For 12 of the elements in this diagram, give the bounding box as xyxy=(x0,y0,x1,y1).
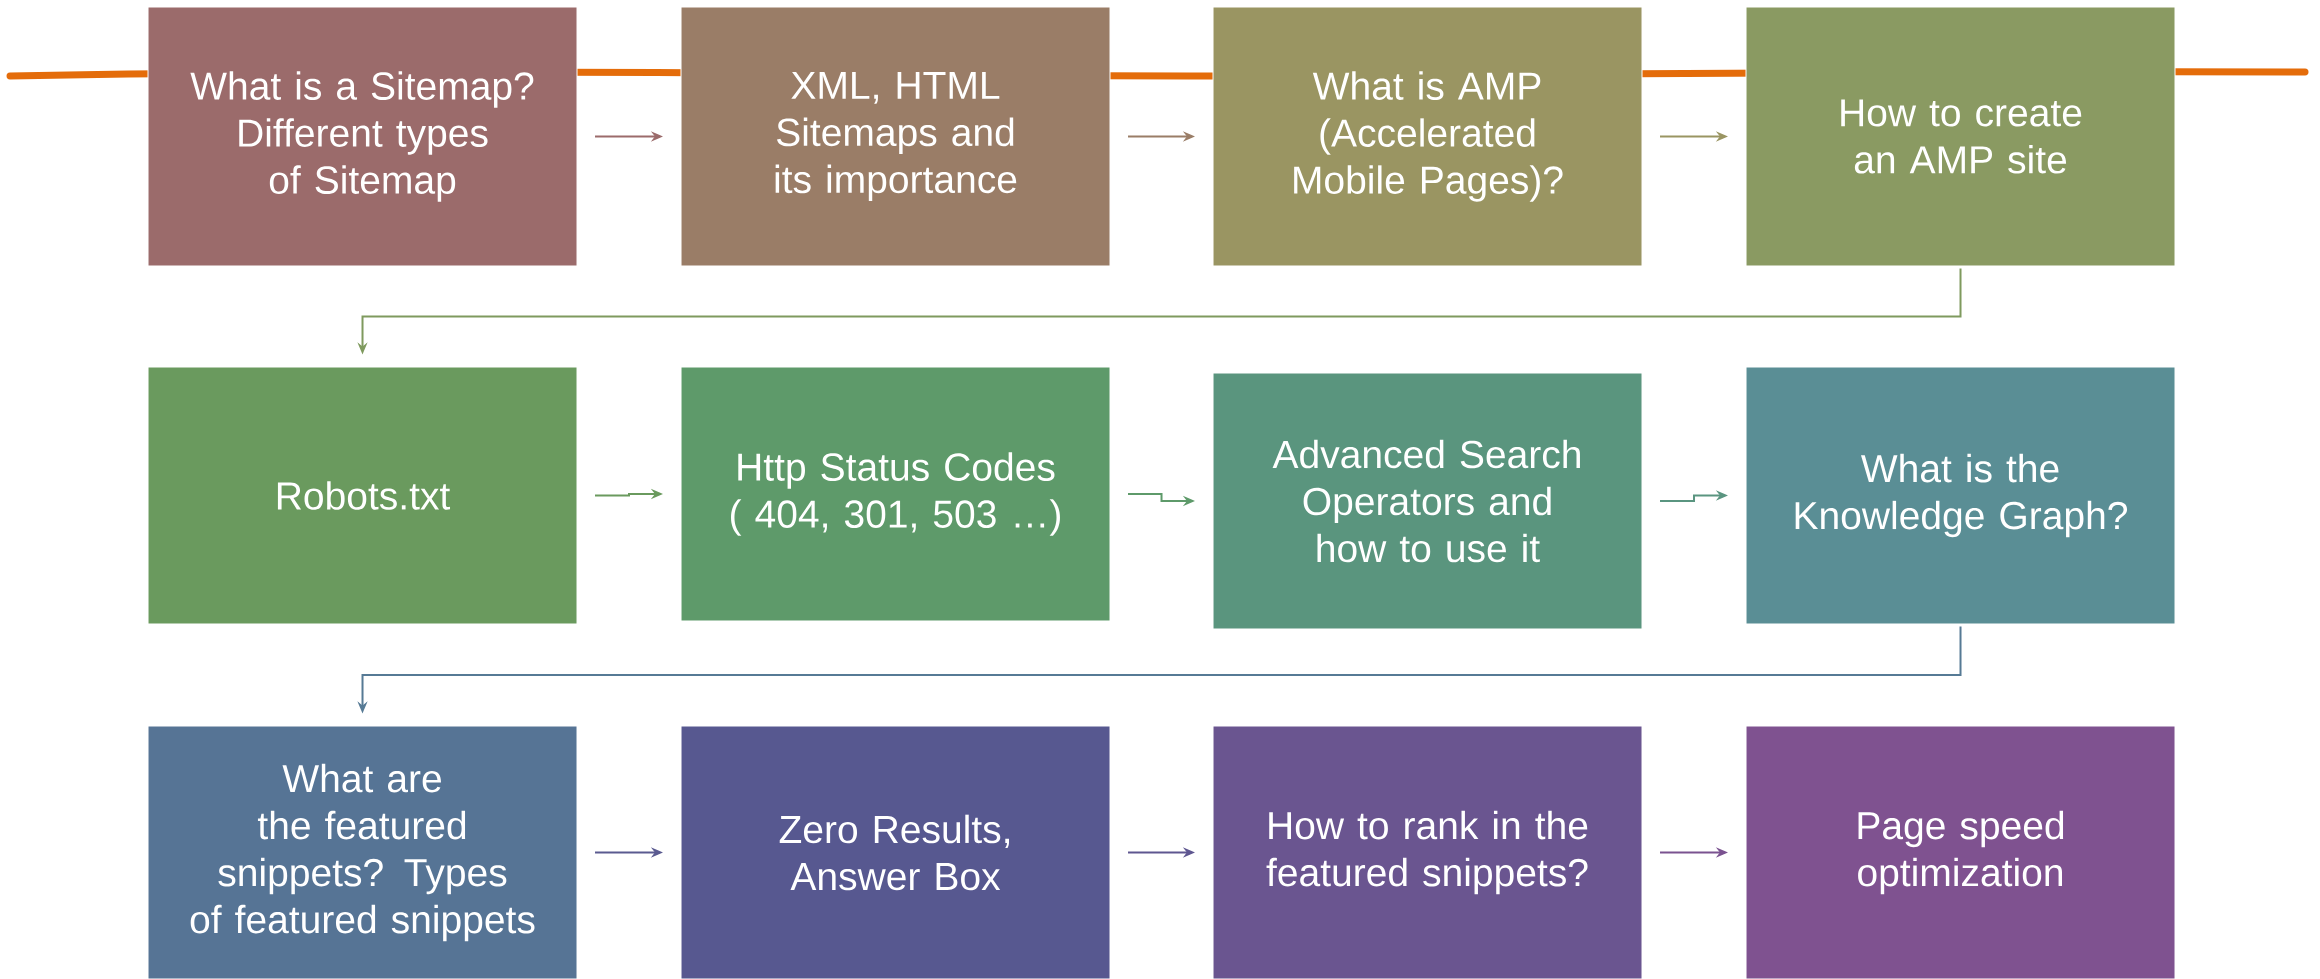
topic-box: Http Status Codes ( 404, 301, 503 …) xyxy=(680,366,1111,622)
topic-box: How to rank in the featured snippets? xyxy=(1212,725,1643,979)
topic-box: Zero Results, Answer Box xyxy=(680,725,1111,979)
topic-box: Page speed optimization xyxy=(1745,725,2176,979)
topic-box: What is a Sitemap? Different types of Sitemap xyxy=(147,6,578,267)
topic-box: Robots.txt xyxy=(147,366,578,625)
topic-box: What are the featured snippets? Types of featured snippets xyxy=(147,725,578,979)
topic-box: XML, HTML Sitemaps and its importance xyxy=(680,6,1111,267)
topic-box: What is the Knowledge Graph? xyxy=(1745,366,2176,625)
topic-box: How to create an AMP site xyxy=(1745,6,2176,267)
topic-box: Advanced Search Operators and how to use it xyxy=(1212,372,1643,630)
topic-box: What is AMP (Accelerated Mobile Pages)? xyxy=(1212,6,1643,267)
